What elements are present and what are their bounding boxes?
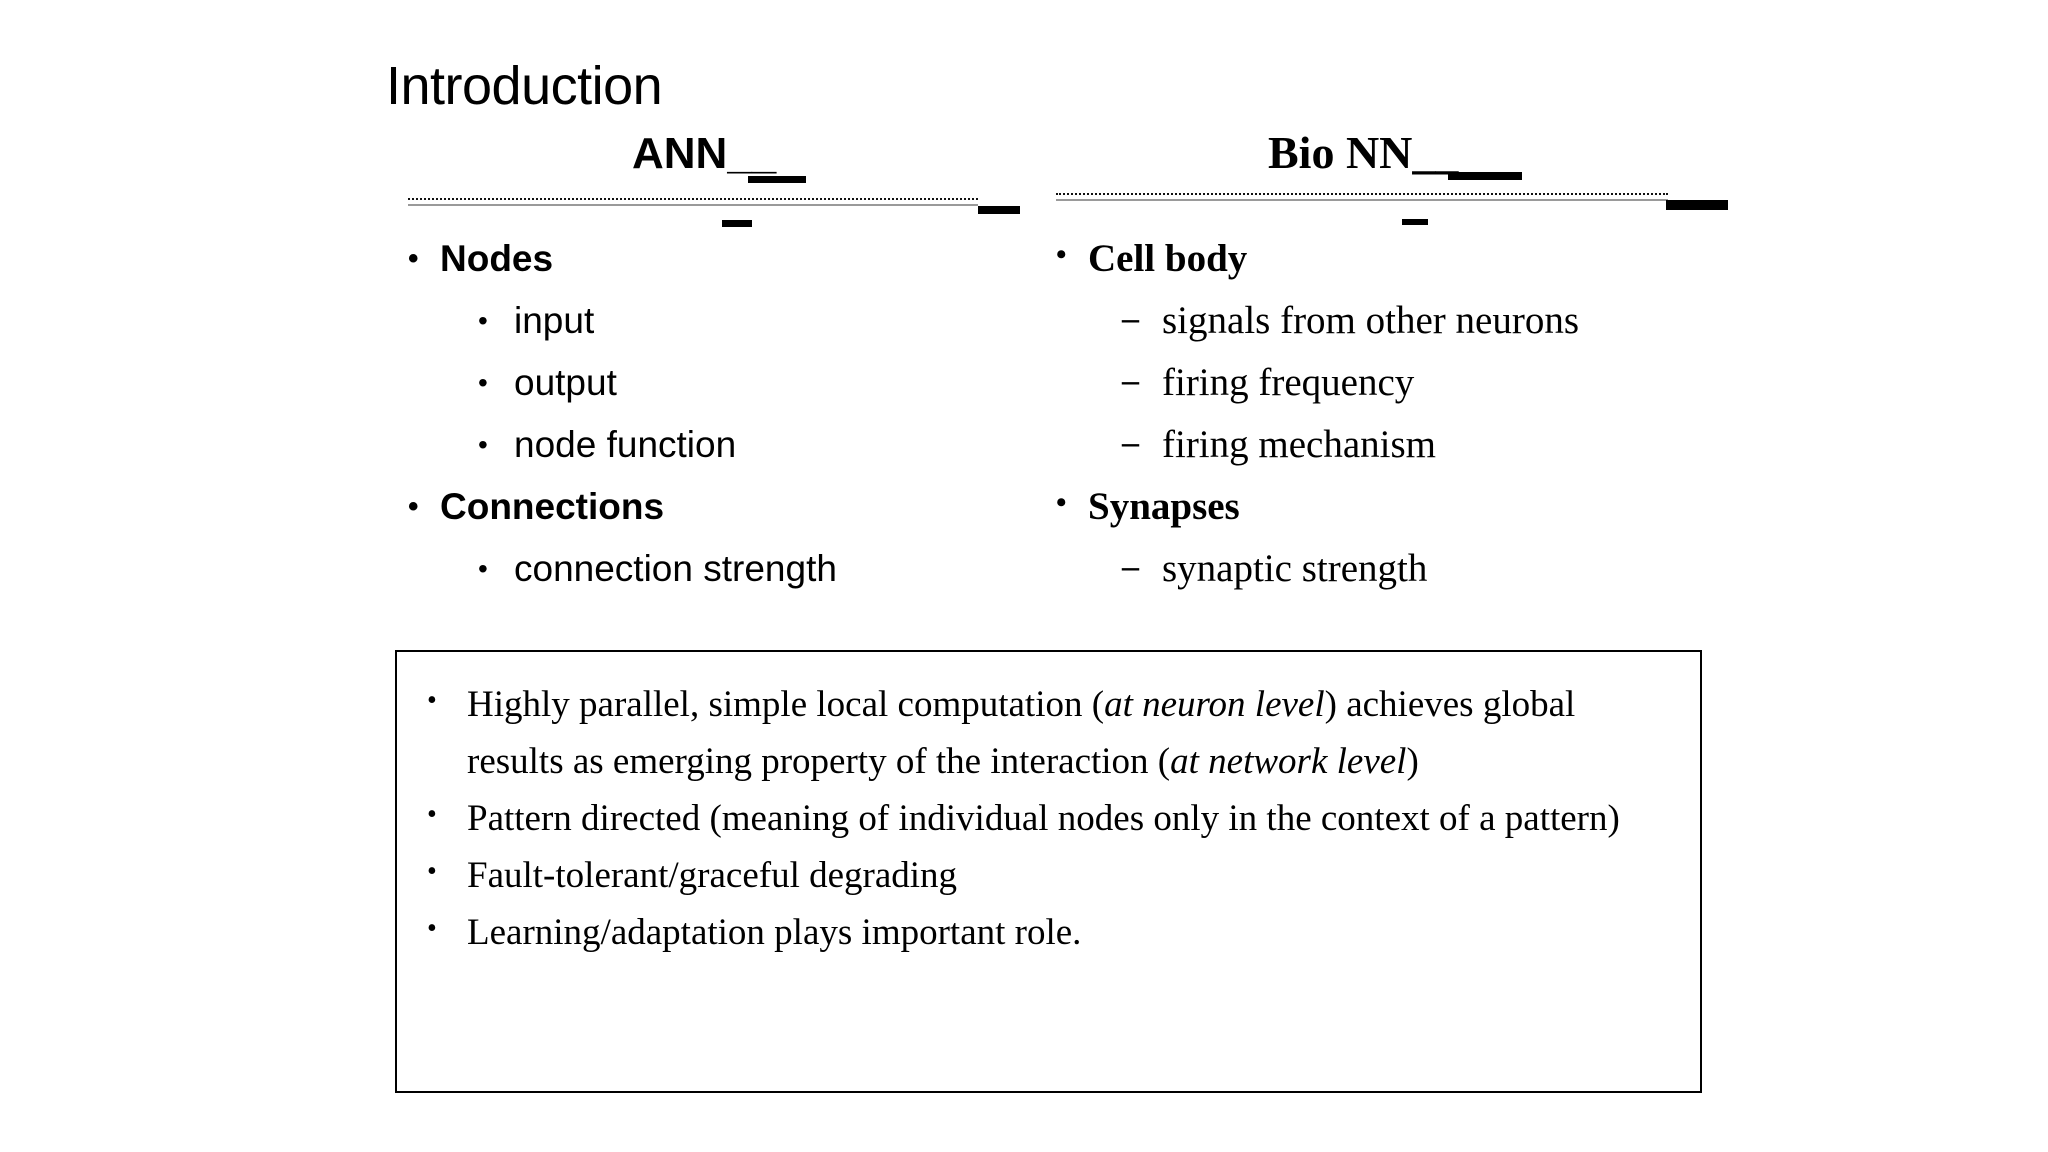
list-item: Nodes (404, 228, 1024, 290)
list-item: connection strength (404, 538, 1024, 600)
list-item: Connections (404, 476, 1024, 538)
divider-tail-bar-right (1666, 200, 1728, 210)
ann-underscore-bar (748, 176, 806, 183)
bullet-column-ann: Nodes input output node function Connect… (404, 228, 1024, 600)
list-item: signals from other neurons (1052, 288, 1752, 352)
column-header-bio-underscore: __ (1412, 127, 1459, 178)
page-title: Introduction (386, 56, 663, 116)
list-item: Highly parallel, simple local computatio… (415, 672, 1674, 790)
list-item: Cell body (1052, 224, 1752, 290)
list-item: input (404, 290, 1024, 352)
list-item: Synapses (1052, 472, 1752, 538)
divider-tail-bar-left (978, 206, 1020, 214)
divider-rule-left (408, 198, 978, 206)
list-item: firing frequency (1052, 350, 1752, 414)
list-item: firing mechanism (1052, 412, 1752, 476)
list-item: synaptic strength (1052, 536, 1752, 600)
divider-dash-left (722, 220, 752, 227)
column-header-ann-label: ANN (632, 129, 728, 178)
summary-box: Highly parallel, simple local computatio… (395, 650, 1702, 1093)
list-item: Learning/adaptation plays important role… (415, 900, 1674, 961)
column-header-bio: Bio NN__ (1268, 128, 1458, 178)
column-header-bio-label: Bio NN (1268, 127, 1413, 178)
list-item: node function (404, 414, 1024, 476)
bullet-column-bio: Cell body signals from other neurons fir… (1052, 224, 1752, 600)
list-item: Fault-tolerant/graceful degrading (415, 843, 1674, 904)
column-header-ann: ANN__ (632, 130, 776, 178)
list-item: output (404, 352, 1024, 414)
divider-dash-right (1402, 219, 1428, 225)
bio-underscore-bar (1448, 172, 1522, 180)
column-header-ann-underscore: __ (727, 129, 777, 178)
divider-rule-right (1056, 193, 1668, 201)
list-item: Pattern directed (meaning of individual … (415, 786, 1674, 847)
